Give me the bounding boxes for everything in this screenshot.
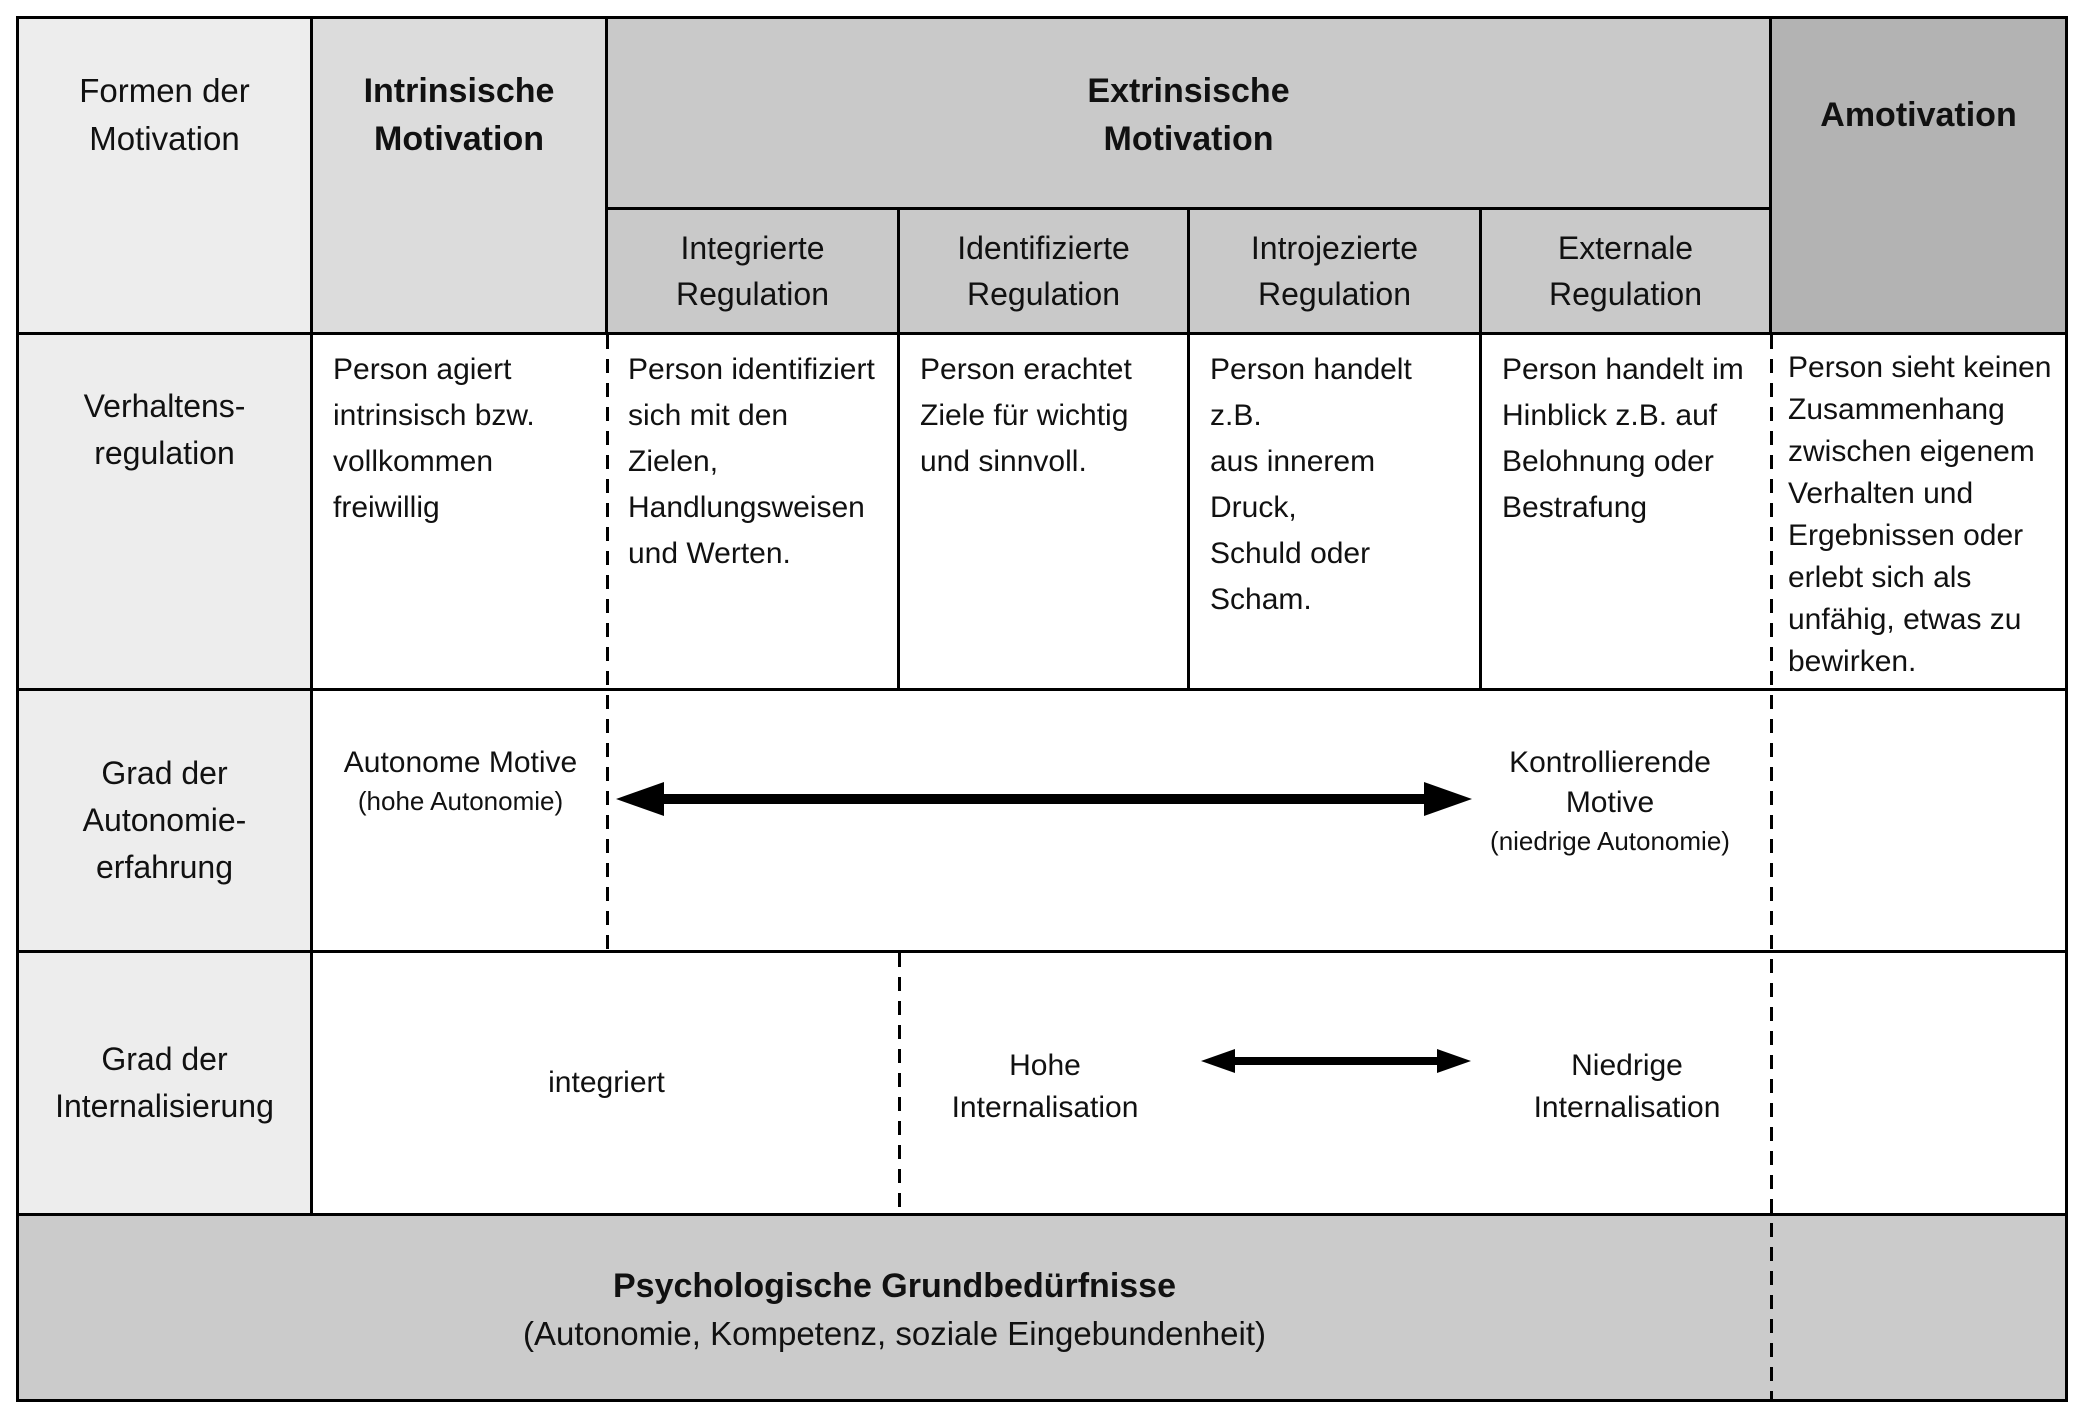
subheader-introjezierte-label: Introjezierte Regulation bbox=[1250, 230, 1419, 312]
header-amotivation-label: Amotivation bbox=[1820, 95, 2017, 134]
subheader-integrierte-label: Integrierte Regulation bbox=[676, 230, 829, 312]
autonome-motive-subtext: (hohe Autonomie) bbox=[357, 786, 564, 816]
cell-autonome-motive: Autonome Motive (hohe Autonomie) bbox=[313, 691, 608, 953]
autonome-motive-text: Autonome Motive bbox=[343, 746, 578, 779]
grundbeduerfnisse-text-block: Psychologische Grundbedürfnisse (Autonom… bbox=[19, 1216, 1770, 1401]
hohe-internalisation-text: Hohe Internalisation bbox=[951, 1049, 1139, 1124]
header-intrinsische-label: Intrinsische Motivation bbox=[363, 71, 555, 158]
cell-autonomie-continuum: Kontrollierende Motive (niedrige Autonom… bbox=[608, 691, 1772, 953]
niedrige-internalisation-text: Niedrige Internalisation bbox=[1533, 1049, 1721, 1124]
cell-internalisierung-amotivation-empty bbox=[1772, 953, 2065, 1216]
dashed-divider-external-amotivation bbox=[1770, 335, 1773, 1399]
cell-autonomie-amotivation-empty bbox=[1772, 691, 2065, 953]
kontrollierende-motive-subtext: (niedrige Autonomie) bbox=[1490, 826, 1730, 856]
subheader-externale-label: Externale Regulation bbox=[1549, 230, 1702, 312]
cell-verhaltensregulation-amotivation: Person sieht keinen Zusammenhang zwische… bbox=[1772, 335, 2065, 691]
autonomieerfahrung-label: Grad der Autonomie- erfahrung bbox=[82, 755, 247, 885]
motivation-table: Formen der Motivation Intrinsische Motiv… bbox=[16, 16, 2068, 1402]
grundbeduerfnisse-title: Psychologische Grundbedürfnisse bbox=[612, 1266, 1176, 1305]
cell-verhaltensregulation-intrinsisch: Person agiert intrinsisch bzw. vollkomme… bbox=[313, 335, 608, 691]
subheader-cell-identifizierte: Identifizierte Regulation bbox=[900, 210, 1190, 335]
subheader-identifizierte-label: Identifizierte Regulation bbox=[957, 230, 1130, 312]
internalisation-double-arrow-icon bbox=[1190, 1046, 1482, 1076]
grundbeduerfnisse-subtitle: (Autonomie, Kompetenz, soziale Eingebund… bbox=[523, 1314, 1266, 1352]
integriert-text: integriert bbox=[548, 1066, 665, 1099]
header-formen-label: Formen der Motivation bbox=[79, 71, 250, 157]
subheader-cell-externale: Externale Regulation bbox=[1482, 210, 1772, 335]
cell-internalisierung-continuum: Hohe Internalisation Niedrige Internalis… bbox=[900, 953, 1772, 1216]
row-label-autonomieerfahrung: Grad der Autonomie- erfahrung bbox=[19, 691, 313, 953]
row-grundbeduerfnisse: Psychologische Grundbedürfnisse (Autonom… bbox=[19, 1216, 2065, 1399]
verhaltensregulation-label: Verhaltens- regulation bbox=[83, 388, 246, 471]
autonomy-double-arrow-icon bbox=[616, 779, 1472, 819]
internalisierung-label: Grad der Internalisierung bbox=[55, 1041, 274, 1124]
header-cell-amotivation: Amotivation bbox=[1772, 19, 2065, 335]
dashed-divider-integriert-identifiziert bbox=[898, 953, 901, 1216]
header-cell-intrinsische: Intrinsische Motivation bbox=[313, 19, 608, 335]
kontrollierende-motive-block: Kontrollierende Motive (niedrige Autonom… bbox=[1450, 743, 1770, 859]
cell-verhaltensregulation-integriert: Person identifiziert sich mit den Zielen… bbox=[608, 335, 900, 691]
header-extrinsische-label: Extrinsische Motivation bbox=[1087, 71, 1290, 158]
row-label-internalisierung: Grad der Internalisierung bbox=[19, 953, 313, 1216]
dashed-divider-intrinsisch-integriert bbox=[606, 335, 609, 953]
cell-verhaltensregulation-introjiziert: Person handelt z.B. aus innerem Druck, S… bbox=[1190, 335, 1482, 691]
cell-internalisierung-integriert: integriert bbox=[313, 953, 900, 1216]
cell-verhaltensregulation-identifiziert: Person erachtet Ziele für wichtig und si… bbox=[900, 335, 1190, 691]
header-cell-formen: Formen der Motivation bbox=[19, 19, 313, 335]
kontrollierende-motive-text: Kontrollierende Motive bbox=[1509, 746, 1711, 819]
row-label-verhaltensregulation: Verhaltens- regulation bbox=[19, 335, 313, 691]
subheader-cell-introjezierte: Introjezierte Regulation bbox=[1190, 210, 1482, 335]
header-cell-extrinsische: Extrinsische Motivation bbox=[608, 19, 1772, 210]
cell-verhaltensregulation-external: Person handelt im Hinblick z.B. auf Belo… bbox=[1482, 335, 1772, 691]
subheader-cell-integrierte: Integrierte Regulation bbox=[608, 210, 900, 335]
